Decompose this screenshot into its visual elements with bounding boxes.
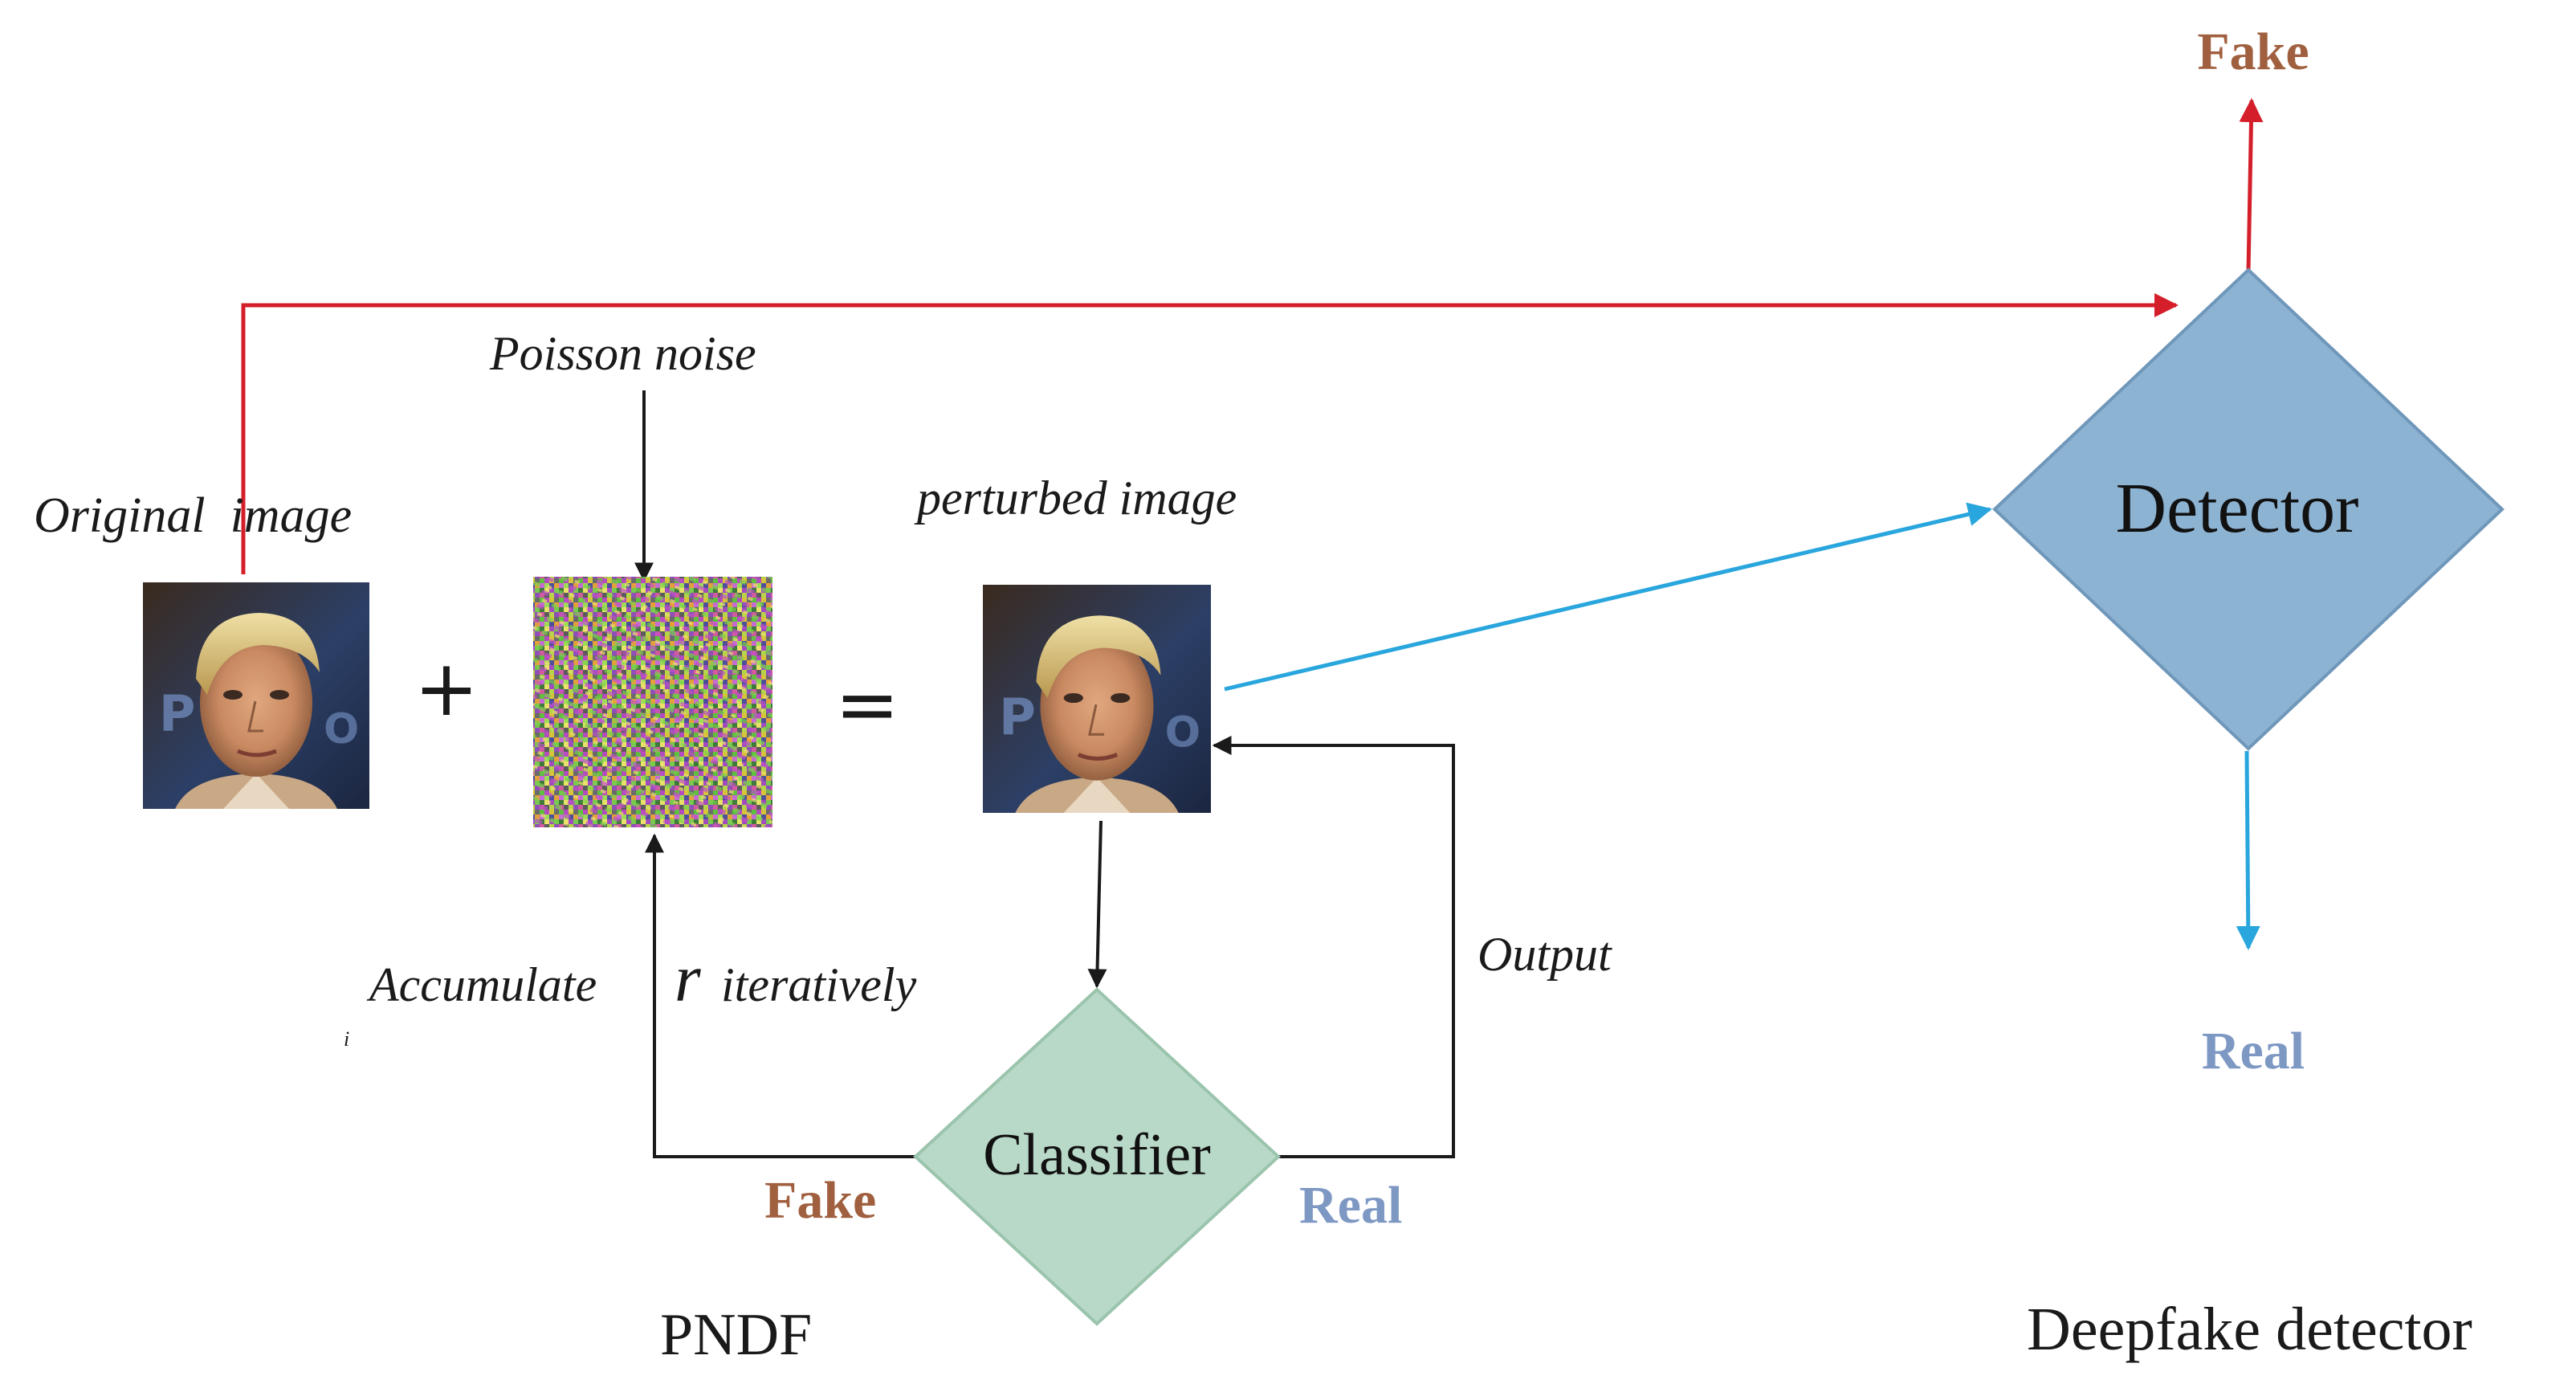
output-loop-arrow — [1212, 736, 1455, 1158]
classifier-node: Classifier — [913, 987, 1281, 1326]
output-label: Output — [1478, 928, 1612, 981]
deepfake-detector-label: Deepfake detector — [2027, 1296, 2472, 1363]
svg-text:P: P — [159, 684, 195, 743]
svg-text:P: P — [999, 688, 1036, 746]
detector-fake-label: Fake — [2197, 22, 2309, 81]
perturbed-image: P O — [983, 585, 1211, 813]
svg-text:O: O — [1165, 708, 1201, 757]
svg-text:O: O — [324, 705, 359, 753]
perturbed-image-label: perturbed image — [914, 472, 1237, 525]
classifier-fake-label: Fake — [764, 1171, 876, 1230]
detector-node: Detector — [1992, 267, 2505, 751]
pndf-label: PNDF — [660, 1302, 812, 1368]
classifier-label: Classifier — [983, 1122, 1211, 1188]
plus-sign: + — [414, 643, 479, 733]
original-image: P O — [143, 582, 369, 809]
accumulate-label: Accumulate — [366, 958, 597, 1011]
detector-real-label: Real — [2202, 1022, 2305, 1080]
poisson-noise-label: Poisson noise — [489, 327, 756, 380]
equals-sign: = — [835, 659, 899, 749]
detector-label: Detector — [2116, 470, 2359, 548]
original-to-detector-arrow — [241, 293, 2179, 574]
original-image-label: Original image — [34, 488, 352, 543]
accumulate-loop-arrow — [645, 833, 915, 1158]
classifier-real-label: Real — [1299, 1176, 1402, 1235]
r-variable: r — [675, 941, 701, 1016]
detector-to-fake-arrow — [2239, 98, 2264, 272]
subscript-i: i — [344, 1027, 349, 1051]
poisson-noise-image — [533, 577, 772, 827]
perturbed-to-detector-arrow — [1224, 502, 1992, 692]
iteratively-label: iteratively — [721, 958, 917, 1011]
detector-to-real-arrow — [2236, 750, 2260, 950]
perturbed-to-classifier-arrow — [1087, 820, 1107, 989]
